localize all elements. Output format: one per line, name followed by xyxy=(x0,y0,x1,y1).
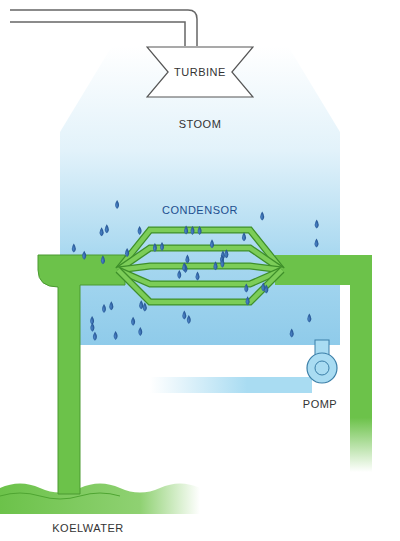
droplet xyxy=(93,332,97,341)
droplet xyxy=(72,243,76,252)
pump-impeller xyxy=(315,361,329,375)
part-label: KOELWATER xyxy=(52,522,124,534)
part-label: CONDENSOR xyxy=(162,204,238,216)
droplet xyxy=(160,242,164,251)
part-label: STOOM xyxy=(179,118,222,130)
droplet xyxy=(101,255,105,264)
droplet xyxy=(153,243,157,252)
tube xyxy=(118,230,282,270)
steam-pipe xyxy=(10,22,185,47)
droplet xyxy=(82,251,86,260)
droplet xyxy=(105,224,109,233)
droplet xyxy=(244,284,248,293)
condenser-vessel xyxy=(60,46,340,345)
tube-outline xyxy=(118,270,282,302)
droplet xyxy=(90,323,94,332)
steam-pipe xyxy=(10,10,197,47)
droplet xyxy=(214,261,218,270)
droplet xyxy=(100,227,104,236)
droplet xyxy=(315,220,319,229)
droplet xyxy=(315,239,319,248)
droplet xyxy=(198,226,202,235)
droplet xyxy=(220,259,224,268)
pump-symbol xyxy=(307,353,337,383)
tube xyxy=(118,248,282,270)
droplet xyxy=(138,327,142,336)
droplet xyxy=(307,314,311,323)
droplet xyxy=(125,248,129,257)
droplet xyxy=(138,226,142,235)
outlet-pipe xyxy=(275,255,372,472)
droplet xyxy=(224,249,228,258)
droplet xyxy=(182,310,186,319)
part-label: POMP xyxy=(303,398,337,410)
droplet xyxy=(139,300,143,309)
droplet xyxy=(242,232,246,241)
droplet xyxy=(185,255,189,264)
droplet xyxy=(115,200,119,209)
droplet xyxy=(109,301,113,310)
tube xyxy=(118,270,282,302)
tube xyxy=(118,270,282,284)
pump-pipe xyxy=(150,377,312,393)
droplet xyxy=(290,329,294,338)
droplet xyxy=(102,304,106,313)
turbine-node: TURBINE xyxy=(146,46,254,98)
inlet-pipe xyxy=(38,255,125,494)
droplet xyxy=(196,272,200,281)
tube xyxy=(118,266,282,270)
droplet xyxy=(184,226,188,235)
condensate-droplets xyxy=(72,200,319,341)
droplet xyxy=(246,296,250,305)
droplet xyxy=(260,212,264,221)
tube-outline xyxy=(118,230,282,270)
droplet xyxy=(187,315,191,324)
droplet xyxy=(143,302,147,311)
droplet xyxy=(131,317,135,326)
cooling-water-band xyxy=(0,484,200,515)
droplet xyxy=(261,283,265,292)
turbine-outline xyxy=(147,47,253,97)
droplet xyxy=(182,262,186,271)
droplet xyxy=(177,270,181,279)
droplet xyxy=(191,226,195,235)
condenser-tubes xyxy=(118,230,282,302)
node-label: TURBINE xyxy=(146,66,254,78)
tube-outline xyxy=(118,270,282,284)
droplet xyxy=(210,239,214,248)
tube-outline xyxy=(118,248,282,270)
droplet xyxy=(114,331,118,340)
tube-outline xyxy=(118,266,282,270)
